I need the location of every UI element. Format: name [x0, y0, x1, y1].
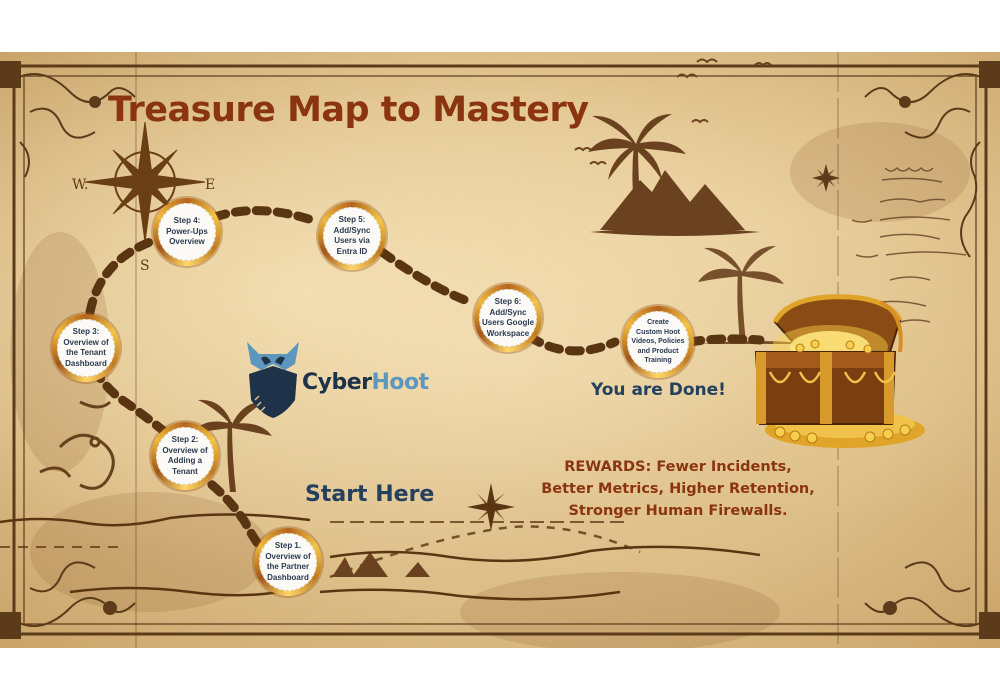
corner-ornament-bottom-left [0, 561, 136, 639]
rewards-line-1: REWARDS: Fewer Incidents, [564, 459, 792, 475]
waves-decoration [851, 166, 967, 323]
treasure-map: W. E S [0, 52, 1000, 648]
corner-ornament-top-right [864, 61, 1000, 258]
brand-name: CyberHoot [302, 370, 429, 395]
corner-ornament-top-left [0, 61, 136, 178]
brand-name-cyber: Cyber [302, 370, 372, 395]
island-icon [588, 114, 760, 236]
birds-icon [574, 58, 772, 166]
owl-shield-icon [247, 342, 299, 418]
bottom-land-decoration [192, 399, 430, 577]
page-title: Treasure Map to Mastery [108, 90, 589, 130]
rewards-text: REWARDS: Fewer Incidents, Better Metrics… [536, 456, 820, 522]
sketch-compass-icon [467, 483, 515, 531]
compass-rose-icon [84, 121, 206, 243]
start-here-label: Start Here [305, 482, 435, 507]
corner-ornament-bottom-right [864, 561, 1000, 639]
border-frame [12, 52, 988, 648]
rewards-line-2: Better Metrics, Higher Retention, [541, 481, 815, 497]
small-compass-icon [812, 164, 840, 192]
compass-south-label: S [140, 258, 150, 274]
compass-east-label: E [205, 177, 215, 193]
left-island-decoration [39, 400, 115, 490]
rewards-line-3: Stronger Human Firewalls. [568, 503, 788, 519]
done-label: You are Done! [591, 380, 726, 400]
brand-name-hoot: Hoot [371, 370, 430, 395]
treasure-chest-icon [754, 294, 925, 448]
compass-west-label: W. [72, 177, 88, 193]
